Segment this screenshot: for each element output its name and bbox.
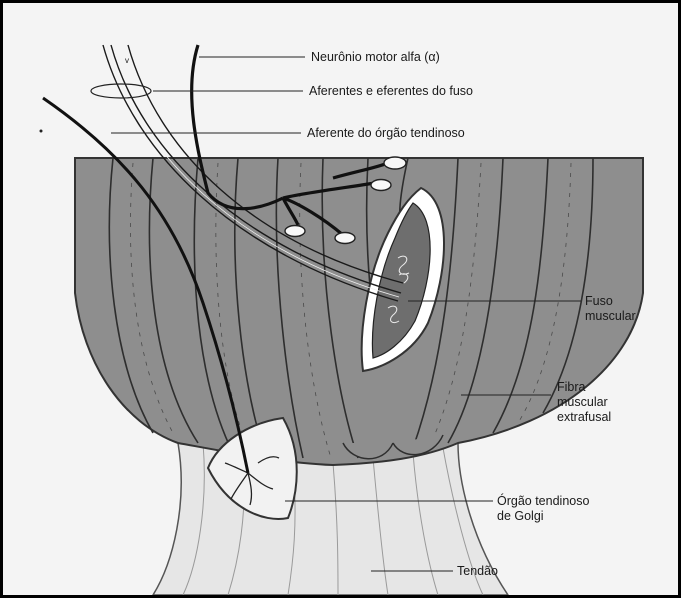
- label-alpha-motor-neuron: Neurônio motor alfa (α): [311, 50, 440, 64]
- stray-mark: [40, 130, 43, 133]
- label-golgi-line1: Órgão tendinoso: [497, 493, 589, 508]
- label-spindle-line1: Fuso: [585, 294, 613, 308]
- muscle-anatomy-diagram: v Neurônio motor alfa (α) Aferentes e ef…: [3, 3, 678, 595]
- label-tendon-afferent: Aferente do órgão tendinoso: [307, 126, 465, 140]
- label-tendon: Tendão: [457, 564, 498, 578]
- label-golgi-line2: de Golgi: [497, 509, 544, 523]
- label-extrafusal-line1: Fibra: [557, 380, 586, 394]
- label-spindle-afferents: Aferentes e eferentes do fuso: [309, 84, 473, 98]
- label-extrafusal-line2: muscular: [557, 395, 608, 409]
- label-extrafusal-line3: extrafusal: [557, 410, 611, 424]
- label-spindle-line2: muscular: [585, 309, 636, 323]
- top-mark: v: [125, 56, 129, 65]
